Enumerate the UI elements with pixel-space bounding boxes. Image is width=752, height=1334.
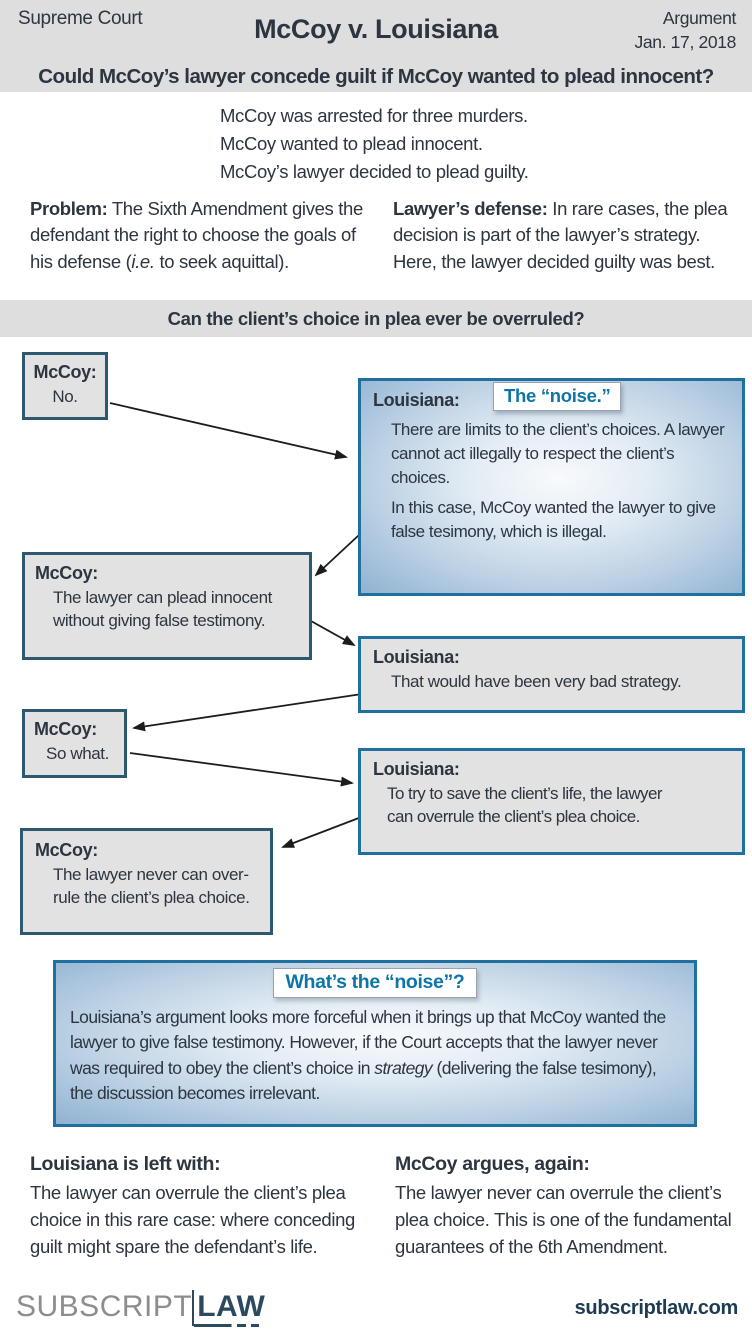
louisiana-box-save-life: Louisiana: To try to save the client’s l… [358,748,745,855]
argument-flowchart: McCoy: No. Louisiana: The “noise.” There… [0,337,752,960]
box-paragraph: In this case, McCoy wanted the lawyer to… [391,498,716,542]
louisiana-box-noise: Louisiana: The “noise.” There are limits… [358,378,745,596]
argument-info: Argument Jan. 17, 2018 [634,7,736,54]
speaker-label: Louisiana: [373,759,460,779]
defense-column: Lawyer’s defense: In rare cases, the ple… [393,196,738,275]
arrow-louisiana1-to-mccoy2 [314,534,360,577]
box-text: That would have been very bad strategy. [391,672,682,691]
defense-label: Lawyer’s defense: [393,198,548,219]
mccoy-box-never-overrule: McCoy: The lawyer never can over- rule t… [20,828,273,935]
louisiana-conclusion-label: Louisiana is left with: [30,1153,221,1175]
header: Supreme Court McCoy v. Louisiana Argumen… [0,0,752,92]
noise-body-text: Louisiana’s argument looks more forceful… [70,1007,666,1078]
mccoy-conclusion-text: The lawyer never can overrule the client… [395,1182,732,1257]
logo-subscript-text: SUBSCRIPT [16,1290,193,1323]
case-title: McCoy v. Louisiana [254,14,498,44]
noise-explainer-body: Louisiana’s argument looks more forceful… [70,1005,680,1107]
noise-body-italic: strategy [374,1057,433,1078]
arrow-mccoy1-to-louisiana1 [109,402,348,460]
argument-label: Argument [662,8,736,28]
problem-column: Problem: The Sixth Amendment gives the d… [30,196,365,275]
arrow-mccoy3-to-louisiana3 [129,752,354,787]
noise-tag-label: The “noise.” [493,382,622,411]
mccoy-box-so-what: McCoy: So what. [22,709,127,778]
fact-line: McCoy was arrested for three murders. [220,105,528,126]
speaker-label: McCoy: [35,840,98,860]
mccoy-box-no: McCoy: No. [22,352,108,420]
arrow-louisiana3-to-mccoy4 [281,815,365,848]
noise-body-text-end: (delivering the false tesimony), the dis… [70,1057,657,1104]
speaker-label: Louisiana: [373,390,460,410]
fact-line: McCoy wanted to plead innocent. [220,133,483,155]
louisiana-box-bad-strategy: Louisiana: That would have been very bad… [358,636,745,713]
problem-text: The Sixth Amendment gives the defendant … [30,198,363,272]
box-text: The lawyer never can over- rule the clie… [53,865,250,908]
problem-italic: i.e. [131,250,155,272]
box-text: No. [52,387,78,406]
case-question: Could McCoy’s lawyer concede guilt if Mc… [38,65,714,88]
louisiana-conclusion: Louisiana is left with: The lawyer can o… [30,1150,370,1261]
logo-law-text: LAW [192,1290,267,1327]
arrow-mccoy2-to-louisiana2 [310,620,356,646]
noise-explainer-box: What’s the “noise”? Louisiana’s argument… [53,960,697,1127]
conclusions-row: Louisiana is left with: The lawyer can o… [30,1150,738,1261]
mccoy-box-plead-innocent: McCoy: The lawyer can plead innocent wit… [22,552,312,660]
argument-date: Jan. 17, 2018 [634,31,736,52]
defense-text: In rare cases, the plea decision is part… [393,198,728,272]
box-text: To try to save the client’s life, the la… [387,784,663,827]
speaker-label: Louisiana: [373,647,460,667]
problem-label: Problem: [30,198,108,219]
court-label: Supreme Court [18,8,143,29]
website-url: subscriptlaw.com [574,1296,739,1319]
fact-line: McCoy’s lawyer decided to plead guilty. [220,161,529,183]
mccoy-conclusion-label: McCoy argues, again: [395,1153,590,1175]
speaker-label: McCoy: [34,719,97,739]
louisiana-conclusion-text: The lawyer can overrule the client’s ple… [30,1182,356,1257]
problem-text-end: to seek aquittal). [154,250,289,272]
positions-row: Problem: The Sixth Amendment gives the d… [30,196,738,275]
box-text: So what. [46,744,109,763]
arrow-louisiana2-to-mccoy3 [132,693,363,732]
mccoy-conclusion: McCoy argues, again: The lawyer never ca… [395,1150,738,1261]
case-facts: McCoy was arrested for three murders. Mc… [220,102,529,186]
speaker-label: McCoy: [33,362,97,382]
flow-band-question: Can the client’s choice in plea ever be … [0,300,752,337]
box-text: The lawyer can plead innocent without gi… [53,588,272,631]
speaker-label: McCoy: [35,563,98,583]
noise-explainer-title: What’s the “noise”? [272,968,478,998]
box-paragraph: There are limits to the client’s choices… [391,420,725,487]
